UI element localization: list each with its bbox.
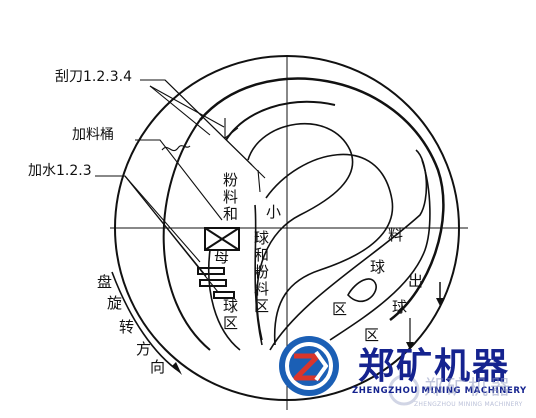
bucket-arc [225, 101, 336, 141]
scraper-hook [224, 118, 239, 140]
ball-powder-zone-label: 球和粉料区 [252, 230, 270, 315]
rotation-text-5: 向 [150, 358, 166, 376]
water-bar-3 [213, 291, 235, 299]
boundary-1 [247, 122, 354, 341]
ball-zone-label: 球区 [221, 298, 239, 332]
ball2-label: 球 [392, 298, 408, 316]
powder-zone-label: 粉料和 [221, 172, 239, 223]
water-bar-1 [197, 267, 225, 275]
scraper-label: 刮刀1.2.3.4 [55, 69, 132, 85]
mother-label: 母 [214, 248, 230, 266]
rotation-text-1: 盘 [97, 273, 113, 291]
small-label: 小 [266, 203, 282, 221]
zone2-label: 区 [364, 326, 380, 344]
material-label: 料 [388, 226, 404, 244]
scraper-leader-4 [149, 85, 211, 136]
inner-rim-left [162, 119, 211, 351]
watermark-subtitle: ZHENGZHOU MINING MACHINERY [414, 401, 523, 408]
inner-rim-right [199, 77, 445, 321]
watermark-name: 郑矿机器 [424, 375, 512, 399]
feed-bucket-box [204, 227, 240, 251]
water-leader-3 [124, 175, 219, 293]
scraper-leader-3 [149, 85, 225, 128]
out-label: 出 [408, 272, 424, 290]
bucket-leader [135, 139, 223, 221]
rotation-arrowhead [172, 362, 182, 375]
rotation-arrow [111, 271, 181, 373]
water-label: 加水1.2.3 [28, 163, 92, 179]
ball-label: 球 [370, 258, 386, 276]
boundary-6 [207, 249, 241, 351]
boundary-4 [329, 159, 431, 341]
watermark-logo-icon [388, 374, 420, 406]
brand-subtitle: ZHENGZHOU MINING MACHINERY [352, 386, 527, 396]
rotation-text-3: 转 [119, 318, 135, 336]
boundary-5 [254, 204, 263, 346]
scraper-leader-2 [164, 79, 266, 179]
zk-logo-icon [279, 336, 339, 396]
boundary-2 [265, 153, 394, 346]
rotation-text-2: 旋 [107, 294, 123, 312]
squiggle [161, 145, 191, 152]
output-arrowhead [436, 298, 444, 306]
feed-bucket-label: 加料桶 [72, 127, 114, 143]
brand-name: 郑矿机器 [358, 346, 511, 387]
rotation-text-4: 方 [136, 340, 152, 358]
scraper-tick [257, 169, 261, 193]
boundary-3 [269, 149, 428, 351]
zone-label: 区 [332, 300, 348, 318]
water-bar-2 [199, 279, 227, 287]
ball-loop [347, 278, 377, 302]
